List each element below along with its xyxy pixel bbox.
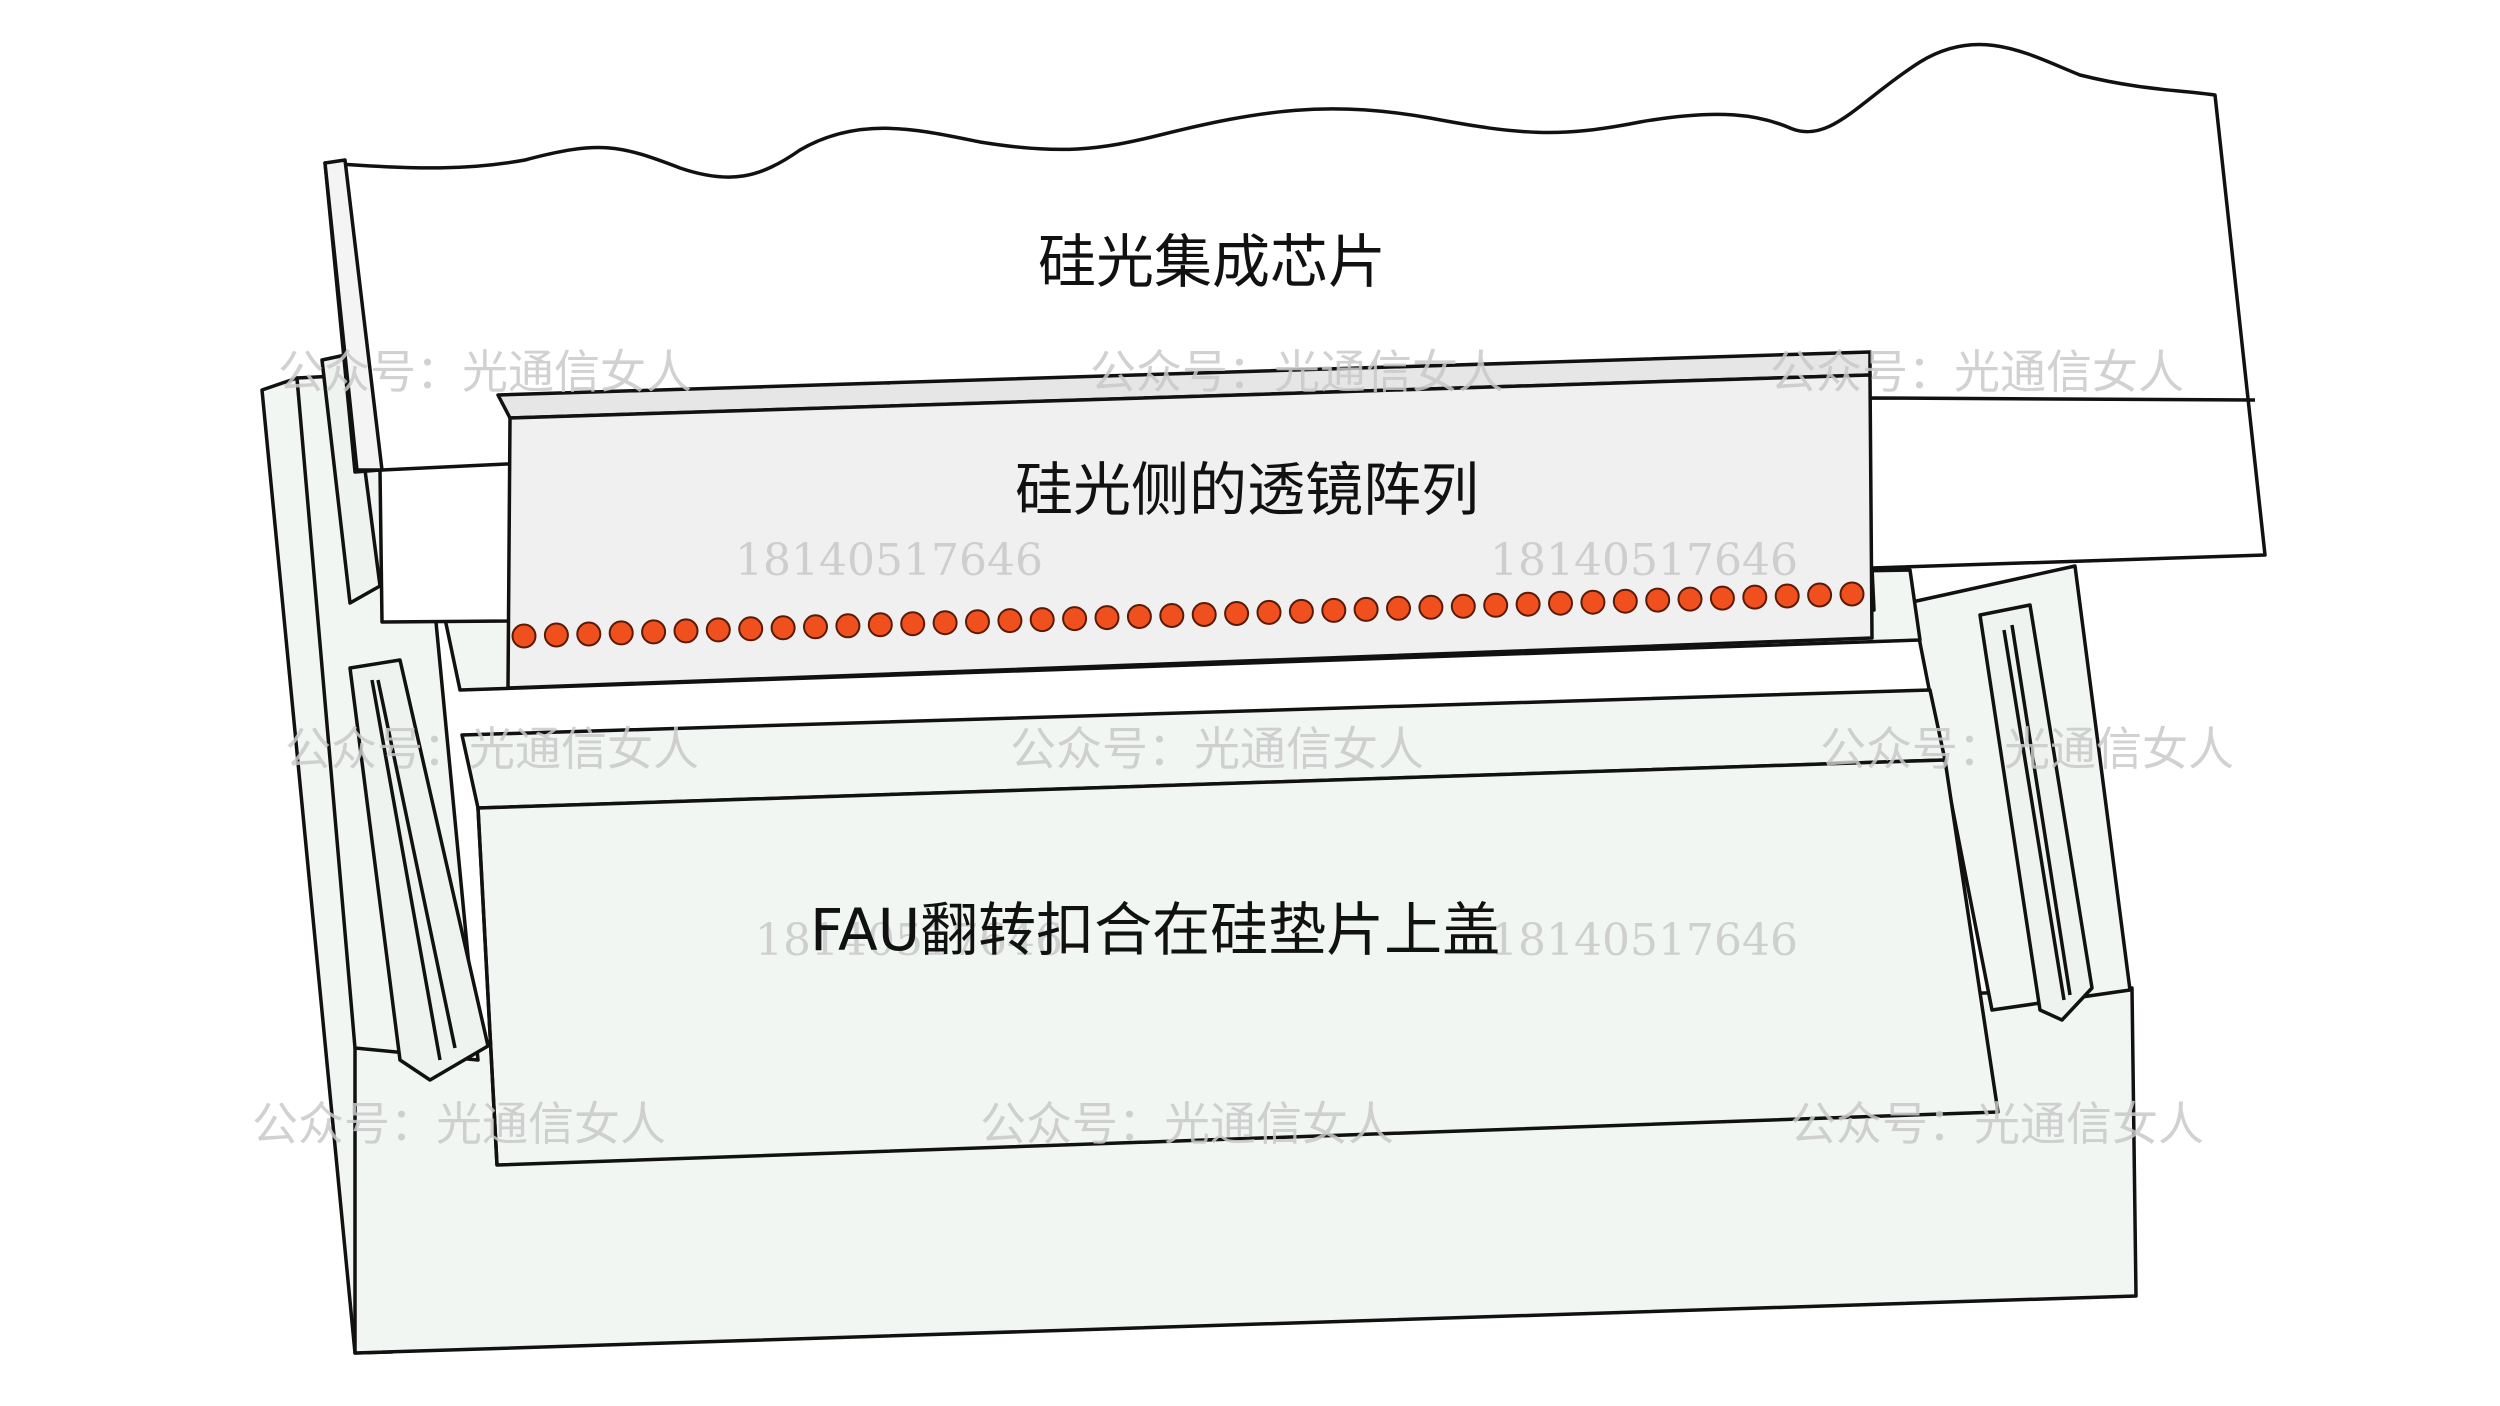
watermark-account-6: 公众号：光通信女人 bbox=[1820, 722, 2234, 776]
lens-dot bbox=[965, 609, 990, 635]
lens-dot bbox=[1774, 583, 1800, 609]
lens-dot bbox=[738, 616, 764, 642]
lens-dot bbox=[705, 617, 731, 643]
lens-dot bbox=[1386, 595, 1411, 621]
lens-dot bbox=[1159, 603, 1185, 628]
left-v-groove bbox=[320, 352, 490, 1082]
lens-block-front bbox=[506, 373, 1874, 690]
lens-dot bbox=[1224, 601, 1250, 626]
lens-dot bbox=[835, 613, 861, 639]
lens-dot bbox=[1191, 602, 1217, 627]
lens-dot bbox=[1126, 604, 1152, 629]
lens-dot bbox=[608, 620, 634, 646]
watermark-account-1: 公众号：光通信女人 bbox=[278, 345, 692, 399]
lens-dot bbox=[673, 618, 699, 644]
watermark-phone-2: 18140517646 bbox=[1490, 535, 1798, 586]
lens-dot bbox=[1807, 582, 1833, 608]
watermark-phone-3: 18140517646 bbox=[755, 915, 1063, 966]
lens-dot bbox=[1483, 592, 1509, 618]
lens-dot bbox=[1709, 585, 1735, 611]
watermark-account-2: 公众号：光通信女人 bbox=[1090, 345, 1504, 399]
watermark-account-9: 公众号：光通信女人 bbox=[1790, 1097, 2204, 1151]
lens-dot bbox=[867, 612, 893, 638]
lens-dot bbox=[1515, 591, 1541, 617]
lens-dot bbox=[900, 611, 926, 637]
lens-dot bbox=[576, 621, 602, 647]
watermarks: 公众号：光通信女人 公众号：光通信女人 公众号：光通信女人 1814051764… bbox=[252, 345, 2234, 1151]
lens-label: 硅光侧的透镜阵列 bbox=[1015, 456, 1479, 524]
lens-dots-group bbox=[511, 581, 1865, 649]
watermark-account-5: 公众号：光通信女人 bbox=[1010, 722, 1424, 776]
lens-dot bbox=[1645, 587, 1671, 613]
lens-dot bbox=[1677, 586, 1703, 612]
lens-dot bbox=[1029, 607, 1055, 633]
right-v-groove bbox=[1978, 603, 2094, 1022]
lens-dot bbox=[1548, 590, 1573, 616]
chip-label: 硅光集成芯片 bbox=[1038, 228, 1386, 296]
lens-dot bbox=[1418, 594, 1444, 620]
lens-dot bbox=[1450, 593, 1476, 619]
lens-dot bbox=[641, 619, 667, 645]
watermark-phone-4: 18140517646 bbox=[1490, 915, 1798, 966]
lens-dot bbox=[1612, 588, 1638, 614]
lens-dot bbox=[1062, 606, 1088, 632]
lens-dot bbox=[1288, 598, 1314, 624]
watermark-account-3: 公众号：光通信女人 bbox=[1770, 345, 2184, 399]
lens-dot bbox=[511, 623, 537, 649]
lens-dot bbox=[1580, 589, 1606, 615]
watermark-account-8: 公众号：光通信女人 bbox=[980, 1097, 1394, 1151]
lens-dot bbox=[1742, 584, 1768, 610]
lens-dot bbox=[1256, 599, 1282, 625]
fau-label: FAU翻转扣合在硅垫片上盖 bbox=[810, 896, 1500, 964]
lens-dot bbox=[1321, 597, 1347, 623]
watermark-account-4: 公众号：光通信女人 bbox=[285, 722, 699, 776]
lens-dot bbox=[1353, 596, 1379, 622]
fau-cover bbox=[460, 688, 2000, 1167]
lens-dot bbox=[997, 608, 1023, 634]
lens-dot bbox=[803, 614, 828, 640]
lens-dot bbox=[1839, 581, 1865, 607]
lens-dot bbox=[543, 622, 569, 648]
lens-dot bbox=[932, 610, 958, 636]
watermark-account-7: 公众号：光通信女人 bbox=[252, 1097, 666, 1151]
lens-dot bbox=[1094, 605, 1120, 631]
lens-dot bbox=[770, 615, 796, 641]
watermark-phone-1: 18140517646 bbox=[735, 535, 1043, 586]
